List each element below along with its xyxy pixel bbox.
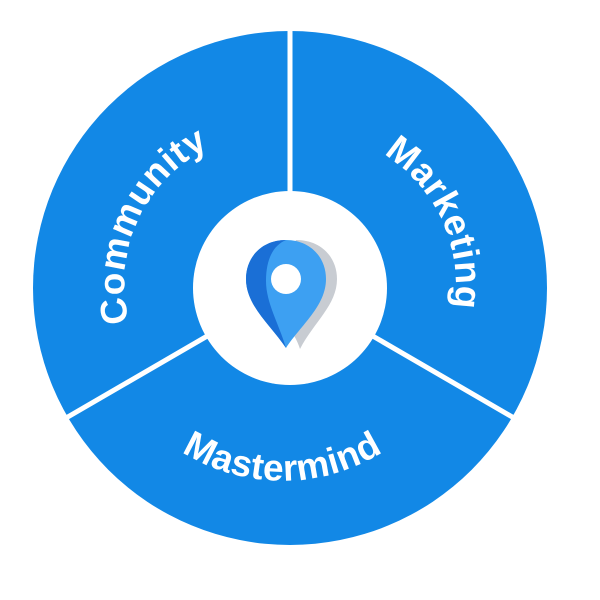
location-pin-icon — [246, 240, 337, 349]
